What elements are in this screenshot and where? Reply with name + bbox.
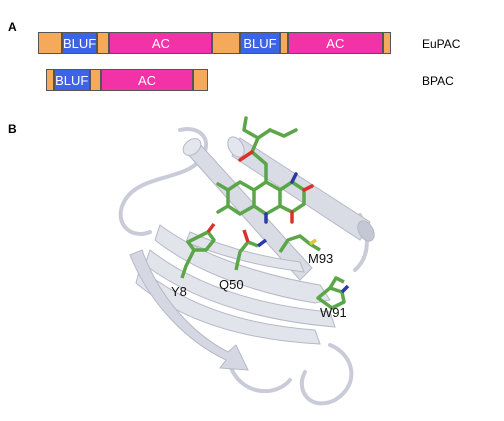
side-chain-w91 (316, 276, 350, 310)
eupac-segment-linker-2 (97, 32, 110, 54)
bpac-segment-bluf-1: BLUF (53, 69, 90, 91)
panel-label-a: A (8, 20, 17, 34)
flavin-cofactor (216, 116, 314, 224)
eupac-label: EuPAC (422, 37, 461, 51)
panel-label-b: B (8, 122, 17, 136)
side-chain-q50 (234, 229, 268, 271)
eupac-segment-linker-0 (38, 32, 62, 54)
bpac-segment-linker-2 (89, 69, 102, 91)
residue-label-q50: Q50 (219, 277, 244, 292)
bpac-segment-linker-4 (192, 69, 209, 91)
bpac-segment-ac-3: AC (101, 69, 193, 91)
beta-sheet (129, 224, 336, 371)
residue-label-y8: Y8 (171, 284, 187, 299)
eupac-domain-bar: BLUF AC BLUF AC (38, 32, 412, 54)
bpac-domain-bar: BLUF AC (38, 69, 412, 91)
eupac-segment-bluf-5: BLUF (240, 32, 280, 54)
eupac-segment-ac-3: AC (109, 32, 213, 54)
eupac-segment-linker-8 (382, 32, 391, 54)
eupac-segment-linker-6 (279, 32, 288, 54)
side-chain-m93 (278, 234, 321, 253)
eupac-segment-linker-4 (212, 32, 241, 54)
residue-label-w91: W91 (320, 305, 347, 320)
residue-label-m93: M93 (308, 251, 334, 266)
bpac-segment-linker-0 (45, 69, 54, 91)
alpha-helix-front (182, 138, 313, 281)
eupac-segment-bluf-1: BLUF (61, 32, 98, 54)
eupac-segment-ac-7: AC (287, 32, 383, 54)
side-chain-y8 (180, 222, 216, 279)
bpac-label: BPAC (422, 74, 454, 88)
ribbon-backbone (118, 127, 369, 406)
